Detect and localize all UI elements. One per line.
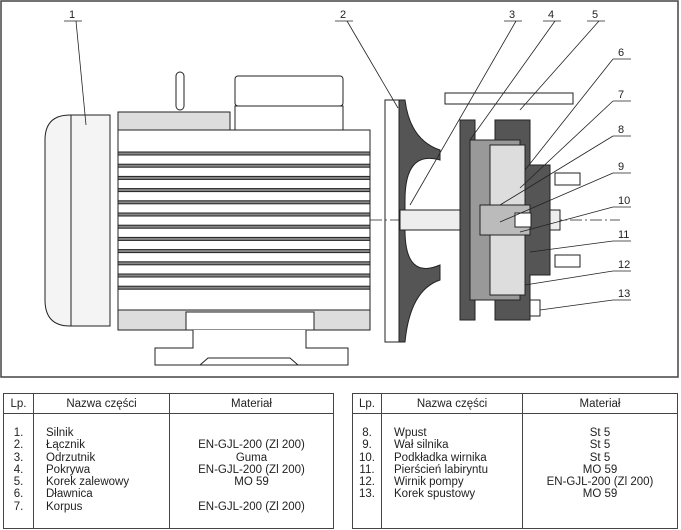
cooling-fin	[117, 212, 371, 217]
leader-line	[519, 206, 631, 233]
row-material: MO 59	[582, 488, 618, 501]
row-lp: 4.	[13, 463, 24, 476]
row-name: Korek spustowy	[394, 488, 476, 501]
cooling-fin	[117, 261, 371, 266]
cooling-fin	[117, 249, 371, 254]
row-lp: 11.	[359, 463, 375, 476]
part-label-3: 3	[509, 9, 515, 21]
part-label-1: 1	[69, 9, 75, 21]
row-name: Wpust	[394, 427, 427, 439]
header-part-name: Nazwa części	[33, 393, 170, 414]
row-lp: 8.	[362, 427, 372, 439]
drawing-frame	[0, 0, 679, 378]
row-lp: 7.	[13, 500, 24, 513]
row-material: MO 59	[234, 476, 269, 489]
header-part-name: Nazwa części	[381, 393, 523, 414]
leader-line	[64, 20, 87, 126]
leader-line	[539, 299, 631, 311]
row-material: EN-GJL-200 (Zl 200)	[198, 463, 305, 476]
cooling-fin	[117, 163, 371, 168]
row-material: Guma	[235, 451, 268, 464]
row-lp: 9.	[362, 439, 372, 452]
row-lp: 6.	[13, 488, 24, 501]
parts-table-right: Lp. Nazwa części Materiał 8.9.10.11.12.1…	[352, 393, 678, 529]
part-label-12: 12	[618, 259, 630, 271]
row-material: St 5	[589, 451, 611, 464]
row-name: Wirnik pompy	[394, 476, 464, 489]
header-lp: Lp.	[352, 393, 382, 414]
cooling-fin	[117, 151, 371, 156]
leader-line	[529, 240, 631, 253]
row-material: St 5	[589, 427, 611, 439]
row-name: Pokrywa	[46, 463, 91, 476]
parts-table-left: Lp. Nazwa części Materiał 1.2.3.4.5.6.7.…	[3, 393, 334, 529]
part-label-8: 8	[618, 124, 624, 136]
part-label-6: 6	[618, 47, 624, 59]
cooling-fin	[117, 224, 371, 229]
row-lp: 10.	[359, 451, 375, 464]
part-label-2: 2	[340, 9, 346, 21]
row-material: EN-GJL-200 (Zl 200)	[198, 439, 305, 452]
cooling-fin	[117, 236, 371, 241]
part-label-9: 9	[618, 161, 624, 173]
leader-line	[469, 20, 561, 141]
row-material: EN-GJL-200 (Zl 200)	[198, 500, 305, 513]
part-label-5: 5	[592, 9, 598, 21]
leader-line	[499, 135, 631, 206]
row-lp: 13.	[359, 488, 375, 501]
cooling-fin	[117, 285, 371, 290]
row-lp: 1.	[13, 427, 24, 439]
row-name: Dławnica	[46, 488, 93, 501]
row-name: Pierścień labiryntu	[394, 463, 488, 476]
row-lp: 3.	[13, 451, 24, 464]
row-name: Łącznik	[46, 439, 85, 452]
part-label-10: 10	[618, 195, 630, 207]
flange-and-pump	[370, 92, 620, 343]
row-name: Wał silnika	[394, 439, 449, 452]
header-material: Materiał	[522, 393, 678, 414]
leader-lines	[64, 20, 631, 311]
leader-line	[524, 270, 631, 286]
row-material	[170, 427, 333, 439]
header-material: Materiał	[169, 393, 334, 414]
leader-line	[524, 58, 631, 171]
cooling-fin	[117, 200, 371, 205]
leader-line	[409, 20, 522, 206]
part-label-4: 4	[548, 9, 554, 21]
cooling-fin	[117, 188, 371, 193]
part-label-13: 13	[618, 288, 630, 300]
leader-line	[519, 100, 631, 189]
part-label-11: 11	[618, 229, 629, 241]
cooling-fin	[117, 273, 371, 278]
motor	[44, 71, 371, 366]
leader-line	[335, 20, 399, 109]
row-lp: 2.	[13, 439, 24, 452]
header-lp: Lp.	[3, 393, 34, 414]
row-material: MO 59	[582, 463, 618, 476]
row-material: EN-GJL-200 (Zl 200)	[546, 476, 654, 489]
row-material: St 5	[589, 439, 611, 452]
cooling-fin	[117, 175, 371, 180]
row-material	[170, 488, 333, 500]
row-name: Korpus	[46, 500, 83, 513]
row-name: Silnik	[46, 427, 74, 439]
row-name: Korek zalewowy	[46, 476, 130, 489]
leader-line	[519, 20, 605, 111]
row-name: Odrzutnik	[46, 451, 96, 464]
row-name: Podkładka wirnika	[394, 451, 487, 464]
part-label-7: 7	[618, 89, 624, 101]
leader-line	[499, 172, 631, 223]
row-lp: 5.	[13, 476, 24, 489]
row-lp: 12.	[359, 476, 375, 489]
